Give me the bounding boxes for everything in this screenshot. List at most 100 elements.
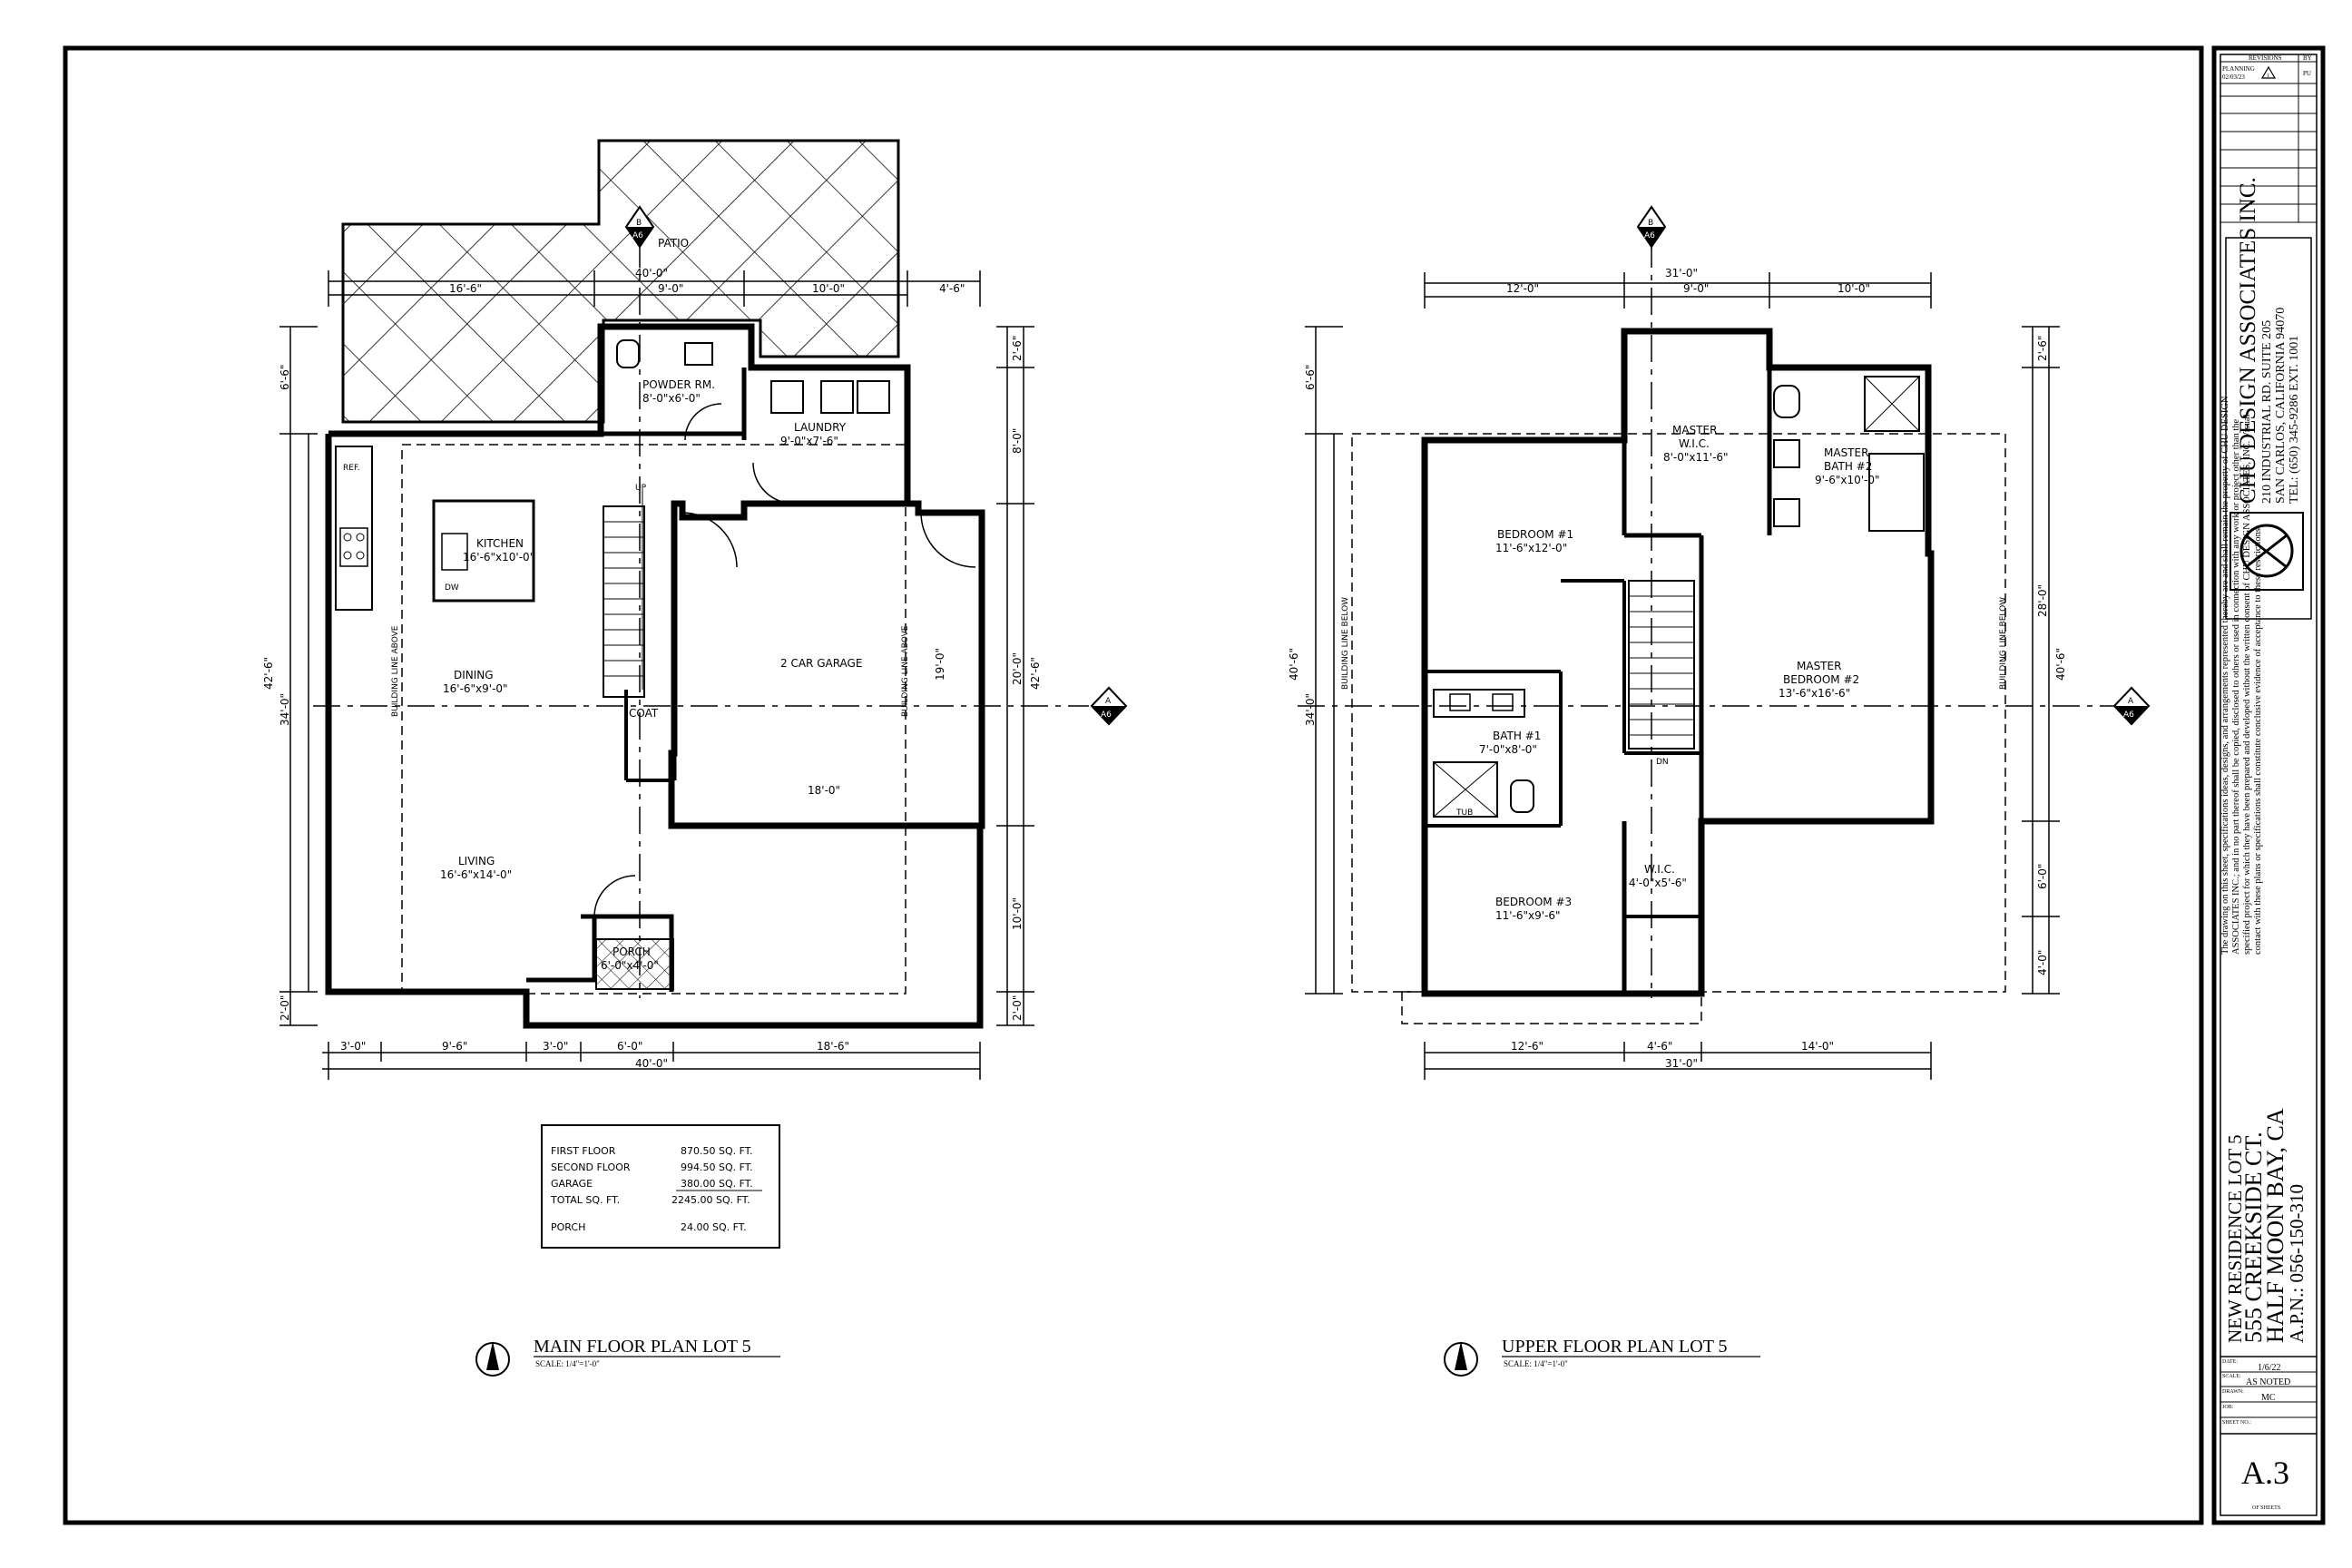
porch-size: 6'-0"x4'-0": [601, 959, 659, 972]
section-marker-b-upper[interactable]: [1636, 205, 1667, 249]
scale-label: SCALE:: [2222, 1374, 2241, 1379]
dining-size: 16'-6"x9'-0": [443, 682, 508, 695]
dim-right-a-upper: 2'-6": [2036, 336, 2049, 361]
dim-top-overall: 40'-0": [635, 267, 668, 279]
section-a-sheet-upper: A6: [2123, 710, 2134, 720]
building-line-below-left: BUILDING LINE BELOW: [1341, 597, 1350, 690]
firm-address-1: 210 INDUSTRIAL RD. SUITE 205: [2260, 320, 2274, 504]
master-bath-label-2: BATH #2: [1824, 460, 1872, 473]
dim-bot-a: 3'-0": [340, 1040, 366, 1053]
area-row-5-value: 24.00 SQ. FT.: [681, 1221, 747, 1233]
section-marker-a-upper[interactable]: [2112, 686, 2151, 726]
wic-size: 4'-0"x5'-6": [1629, 877, 1687, 889]
dim-top-overall-upper: 31'-0": [1665, 267, 1698, 279]
bath-1-size: 7'-0"x8'-0": [1479, 743, 1537, 756]
revision-number: 1: [2267, 74, 2269, 79]
north-arrow-upper-icon: [1444, 1341, 1478, 1377]
powder-room-size: 8'-0"x6'-0": [642, 392, 701, 405]
master-bedroom-label-2: BEDROOM #2: [1783, 673, 1859, 686]
section-b-letter-upper: B: [1648, 219, 1653, 228]
dim-bot-overall: 40'-0": [635, 1057, 668, 1070]
master-bath-label: MASTER: [1824, 446, 1868, 459]
dim-right-e-upper: 4'-0": [2036, 950, 2049, 975]
sheet-of: OF SHEETS: [2252, 1505, 2280, 1511]
dim-left-a-upper: 6'-6": [1304, 365, 1317, 390]
dim-garage-height: 19'-0": [934, 648, 946, 681]
area-row-2-value: 994.50 SQ. FT.: [681, 1161, 753, 1173]
firm-name: CHU DESIGN ASSOCIATES INC.: [2236, 177, 2260, 504]
section-b-sheet-main: A6: [632, 231, 643, 240]
dim-bot-d: 6'-0": [617, 1040, 642, 1053]
dim-top-a: 16'-6": [449, 282, 482, 295]
dim-top-a-upper: 12'-0": [1506, 282, 1539, 295]
section-b-sheet-upper: A6: [1644, 231, 1655, 240]
section-marker-a-main[interactable]: [1090, 686, 1128, 726]
living-label: LIVING: [458, 855, 495, 867]
revision-delta-icon: [2260, 65, 2277, 79]
dim-left-a: 6'-6": [279, 365, 291, 390]
tub-label: TUB: [1455, 808, 1473, 818]
master-bedroom-size: 13'-6"x16'-6": [1779, 687, 1850, 700]
wic-label: W.I.C.: [1644, 863, 1675, 876]
upper-plan-scale: SCALE: 1/4"=1'-0": [1504, 1359, 1568, 1368]
dim-top-b: 9'-0": [658, 282, 683, 295]
scale-value: AS NOTED: [2246, 1377, 2290, 1387]
area-table: FIRST FLOOR 870.50 SQ. FT. SECOND FLOOR …: [550, 1145, 762, 1233]
living-size: 16'-6"x14'-0": [440, 868, 512, 881]
north-arrow-main-icon: [475, 1341, 510, 1377]
dim-bot-overall-upper: 31'-0": [1665, 1057, 1698, 1070]
dim-right-f: 2'-0": [1011, 995, 1024, 1021]
dim-top-c-upper: 10'-0": [1838, 282, 1870, 295]
dim-left-c-upper: 34'-0": [1304, 693, 1317, 726]
dim-left-c: 34'-0": [279, 693, 291, 726]
dim-top-c: 10'-0": [812, 282, 845, 295]
dim-top-d: 4'-6": [939, 282, 965, 295]
title-block-border: [2211, 45, 2326, 1525]
dining-label: DINING: [454, 669, 494, 681]
section-a-letter-upper: A: [2128, 697, 2134, 706]
master-wic-size: 8'-0"x11'-6": [1663, 451, 1729, 464]
project-line-4: A.P.N.: 056-150-310: [2286, 1184, 2308, 1343]
dim-right-e: 10'-0": [1011, 897, 1024, 930]
area-table-box: [541, 1124, 780, 1249]
title-block-lines: [2220, 54, 2318, 1516]
bedroom-3-size: 11'-6"x9'-6": [1495, 909, 1561, 922]
title-block: REVISIONS BY PLANNING 02/03/23 1 PU CHU …: [2220, 54, 2312, 1511]
firm-telephone: TEL: (650) 345-9286 EXT. 1001: [2288, 336, 2301, 504]
patio-label: PATIO: [658, 237, 689, 250]
kitchen-size: 16'-6"x10'-0": [463, 551, 534, 564]
sheet-border: [63, 45, 2204, 1525]
master-bedroom-label: MASTER: [1797, 660, 1841, 672]
date-value: 1/6/22: [2258, 1363, 2281, 1373]
project-line-1: NEW RESIDENCE LOT 5: [2224, 1134, 2246, 1343]
sheet-number: A.3: [2241, 1455, 2289, 1491]
stair-down-label: DN: [1656, 758, 1669, 767]
section-marker-b-main[interactable]: [624, 205, 655, 249]
dw-label: DW: [445, 583, 459, 593]
drawn-value: MC: [2261, 1393, 2276, 1403]
area-row-4-label: TOTAL SQ. FT.: [550, 1194, 620, 1206]
firm-address-2: SAN CARLOS, CALIFORNIA 94070: [2274, 308, 2288, 504]
dim-bot-c: 3'-0": [543, 1040, 568, 1053]
master-wic-label-2: W.I.C.: [1679, 437, 1710, 450]
master-wic-label: MASTER: [1672, 424, 1717, 436]
by-header: BY: [2303, 54, 2312, 62]
stair-up-label: UP: [635, 484, 647, 493]
garage-label: 2 CAR GARAGE: [780, 657, 862, 670]
revision-desc: PLANNING: [2222, 65, 2255, 73]
main-plan-scale: SCALE: 1/4"=1'-0": [535, 1359, 600, 1368]
bedroom-1-label: BEDROOM #1: [1497, 528, 1573, 541]
revision-by: PU: [2303, 70, 2311, 77]
kitchen-label: KITCHEN: [476, 537, 524, 550]
date-label: DATE:: [2222, 1359, 2238, 1365]
main-plan-labels: PATIO POWDER RM. 8'-0"x6'-0" LAUNDRY 9'-…: [262, 237, 1042, 1070]
dim-left-b: 42'-6": [262, 657, 275, 690]
coat-label: COAT: [629, 707, 659, 720]
dim-right-a: 2'-6": [1011, 336, 1024, 361]
bedroom-3-label: BEDROOM #3: [1495, 896, 1572, 908]
project-line-2: 555 CREEKSIDE CT.: [2240, 1132, 2267, 1343]
dim-bot-b: 9'-6": [442, 1040, 467, 1053]
revisions-header: REVISIONS: [2249, 54, 2282, 62]
area-row-4-value: 2245.00 SQ. FT.: [671, 1194, 750, 1206]
